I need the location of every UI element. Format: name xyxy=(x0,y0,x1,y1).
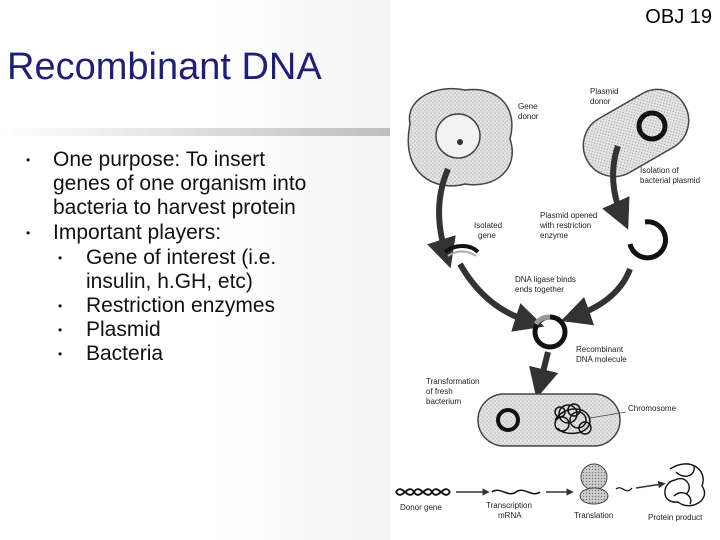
label-donor-gene: Donor gene xyxy=(400,503,442,512)
bullet-list: • One purpose: To insert genes of one or… xyxy=(26,148,326,366)
arrow-to-protein xyxy=(635,480,666,489)
bullet-dot-icon: • xyxy=(26,153,31,167)
chromosome-tangle xyxy=(554,403,592,435)
plasmid-donor-bacterium xyxy=(582,88,690,178)
label-isolation-2: bacterial plasmid xyxy=(640,176,700,185)
donor-plasmid-ring xyxy=(636,110,668,142)
arrow-to-isolated-plasmid xyxy=(602,145,630,230)
sub-bullet-text: Bacteria xyxy=(86,342,164,365)
bullet-dot-icon: • xyxy=(58,323,63,337)
bullet-item: • Important players: xyxy=(26,221,326,245)
chromosome-pointer-line xyxy=(589,411,627,419)
gene-donor-nucleus xyxy=(435,113,481,159)
label-protein-product: Protein product xyxy=(648,513,703,522)
bullet-dot-icon: • xyxy=(58,299,63,313)
sub-bullet-item: • Plasmid xyxy=(53,318,326,342)
recombinant-dna-diagram: Gene donor Plasmid donor Isolation of ba… xyxy=(390,84,715,536)
sub-bullet-item: • Bacteria xyxy=(53,342,326,366)
label-transcription-2: mRNA xyxy=(498,511,522,520)
sub-bullet-text: Restriction enzymes xyxy=(86,294,276,317)
transformed-bacterium xyxy=(477,393,621,447)
label-plasmid-opened-3: enzyme xyxy=(540,231,569,240)
nucleolus xyxy=(457,139,463,145)
bullet-dot-icon: • xyxy=(26,226,31,240)
label-transcription-1: Transcription xyxy=(486,501,532,510)
arrow-to-transformation xyxy=(529,351,559,399)
label-plasmid-opened-1: Plasmid opened xyxy=(540,211,597,220)
label-plasmid-opened-2: with restriction xyxy=(539,221,591,230)
bullet-text: Important players: xyxy=(53,221,222,244)
bullet-dot-icon: • xyxy=(58,251,63,265)
label-isolated-gene-1: Isolated xyxy=(474,221,502,230)
sub-bullet-item: • Restriction enzymes xyxy=(53,294,326,318)
bullet-item: • One purpose: To insert genes of one or… xyxy=(26,148,326,220)
diagram-svg: Gene donor Plasmid donor Isolation of ba… xyxy=(395,87,706,522)
label-chromosome: Chromosome xyxy=(628,404,677,413)
arrow-to-isolated-gene xyxy=(427,167,456,269)
title-underline-bar xyxy=(0,128,392,136)
label-gene-donor-2: donor xyxy=(518,112,539,121)
nascent-peptide xyxy=(615,487,633,492)
arrow-gene-to-ligase xyxy=(457,262,545,332)
bullet-text: One purpose: To insert genes of one orga… xyxy=(53,148,307,219)
label-recombinant-2: DNA molecule xyxy=(576,355,627,364)
label-translation: Translation xyxy=(574,511,613,520)
sub-bullet-item: • Gene of interest (i.e. insulin, h.GH, … xyxy=(53,246,326,294)
opened-plasmid-ring xyxy=(627,219,668,261)
donor-gene-helix-strand xyxy=(395,488,451,496)
label-gene-donor-1: Gene xyxy=(518,102,538,111)
ribosome-small-subunit xyxy=(579,487,609,505)
label-isolated-gene-2: gene xyxy=(478,231,496,240)
sub-bullet-text: Plasmid xyxy=(86,318,161,341)
isolated-gene-strand xyxy=(447,250,477,257)
mrna-strand xyxy=(491,489,541,495)
label-dna-ligase-2: ends together xyxy=(515,285,564,294)
slide-title: Recombinant DNA xyxy=(7,46,322,88)
isolated-gene-fragment xyxy=(443,244,480,254)
bullet-dot-icon: • xyxy=(58,347,63,361)
label-recombinant-1: Recombinant xyxy=(576,345,624,354)
arrow-plasmid-to-ligase xyxy=(560,267,633,326)
left-background-band xyxy=(0,0,390,540)
recombinant-plasmid-in-cell xyxy=(496,408,520,432)
objective-label: OBJ 19 xyxy=(645,6,712,28)
label-dna-ligase-1: DNA ligase binds xyxy=(515,275,576,284)
ribosome-large-subunit xyxy=(580,463,608,491)
protein-product-shape xyxy=(664,463,706,507)
inserted-gene-segment xyxy=(533,314,551,326)
sub-bullet-text: Gene of interest (i.e. insulin, h.GH, et… xyxy=(86,246,277,293)
label-transformation-2: of fresh xyxy=(426,387,453,396)
label-transformation-1: Transformation xyxy=(426,377,480,386)
label-transformation-3: bacterium xyxy=(426,397,461,406)
label-plasmid-donor-2: donor xyxy=(590,97,611,106)
label-plasmid-donor-1: Plasmid xyxy=(590,87,618,96)
label-isolation-1: Isolation of xyxy=(640,166,679,175)
